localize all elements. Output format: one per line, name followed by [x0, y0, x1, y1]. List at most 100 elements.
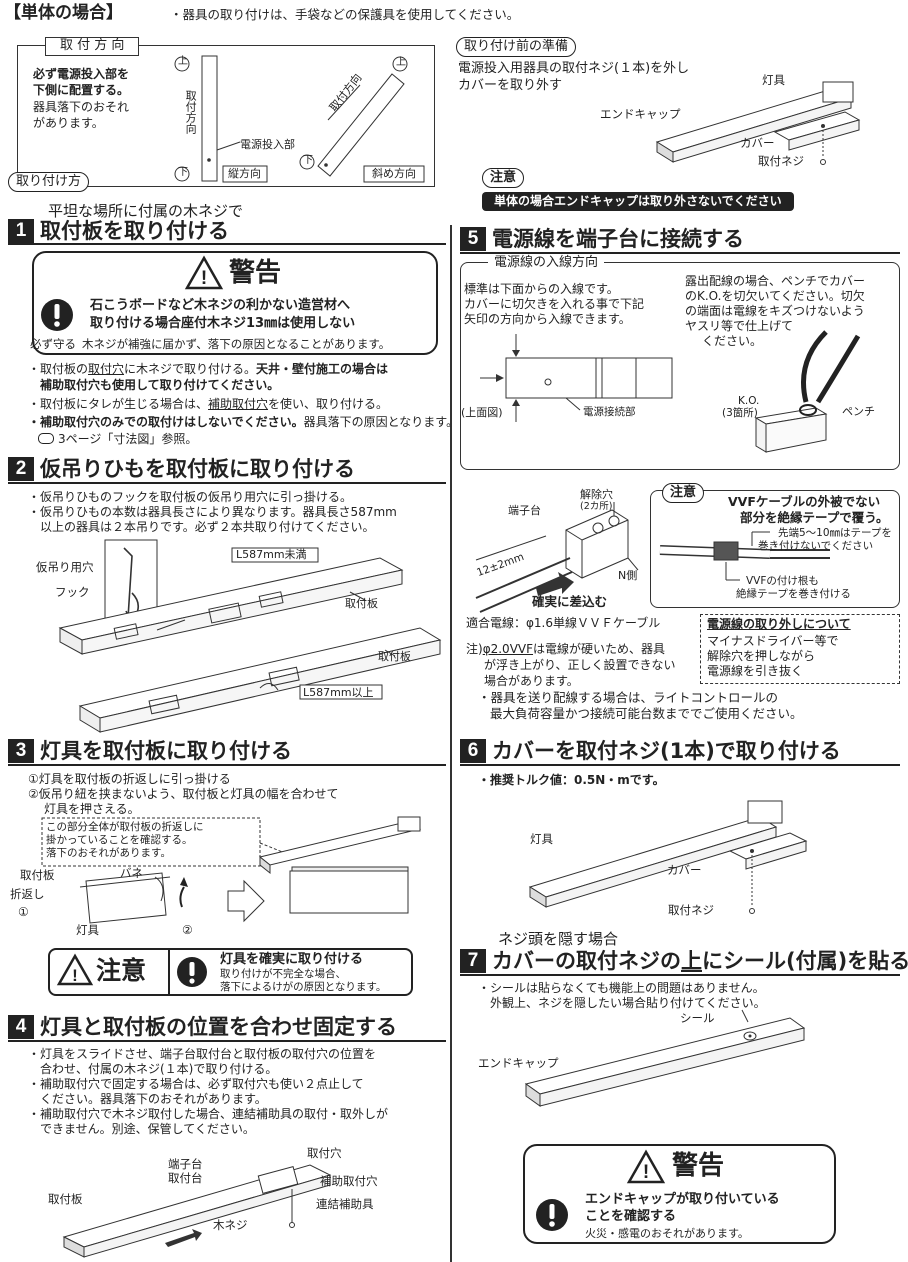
caution2-text: 単体の場合エンドキャップは取り外さないでください — [482, 192, 794, 212]
vvf-line1: VVFケーブルの外被でない — [728, 494, 881, 509]
step4-screw-label: 木ネジ — [213, 1218, 248, 1232]
step7-heading: 7 カバーの取付ネジの上にシール(付属)を貼る — [460, 948, 908, 975]
direction-box — [17, 45, 435, 187]
ko-line5: ください。 — [702, 334, 763, 348]
step3-note-2: ②仮吊り紐を挟まないよう、取付板と灯具の幅を合わせて — [28, 787, 339, 801]
step3-circle-2: ② — [182, 923, 193, 937]
note-text-underlined: φ2.0VVF — [482, 642, 534, 656]
warning1-must: 必ず守る — [30, 337, 76, 351]
ko-line2: のK.O.を切欠いてください。切欠 — [685, 289, 865, 303]
step4-note-5: ・補助取付穴で木ネジ取付した場合、連結補助具の取付・取外しが — [28, 1107, 389, 1121]
step3-note-3: 灯具を押さえる。 — [44, 802, 140, 816]
remove-line1: マイナスドライバー等で — [707, 634, 839, 648]
step4-underline — [8, 1040, 446, 1042]
step3-circle-1: ① — [18, 905, 29, 919]
title-text: カバーの取付ネジの — [492, 949, 681, 973]
step3-spring-label: バネ — [120, 866, 143, 880]
caution-triangle-icon: ! — [56, 953, 94, 986]
direction-warn-2: 下側に配置する。 — [33, 83, 130, 97]
n-side-label: N側 — [618, 569, 638, 582]
note-text: 注) — [466, 642, 483, 656]
prep-line1: 電源投入用器具の取付ネジ(１本)を外し — [458, 61, 690, 76]
step4-number: 4 — [8, 1015, 34, 1040]
step2-note-3: 以上の器具は２本吊りです。必ず２本共取り付けてください。 — [40, 520, 375, 534]
step5-number: 5 — [460, 227, 486, 252]
wire-note-1: 注)φ2.0VVFは電線が硬いため、器具 — [466, 642, 665, 657]
step3-fold-label: 折返し — [10, 887, 45, 901]
step1-note-1: ・取付板の取付穴に木ネジで取り付ける。天井・壁付施工の場合は — [28, 362, 388, 377]
warning1-line3: 木ネジが補強に届かず、落下の原因となることがあります。 — [82, 337, 391, 351]
must-icon — [41, 299, 73, 331]
note-text: を使い、取り付ける。 — [268, 397, 389, 411]
step3-note-1: ①灯具を取付板の折返しに引っ掛ける — [28, 772, 231, 786]
step6-title: カバーを取付ネジ(1本)で取り付ける — [492, 739, 841, 763]
step4-note-2: 合わせ、付属の木ネジ(１本)で取り付ける。 — [40, 1062, 278, 1076]
page-title: 【単体の場合】 — [4, 3, 123, 23]
step3-box-line1: この部分全体が取付板の折返しに — [46, 821, 204, 833]
step1-underline — [8, 243, 446, 245]
step6-torque: ・推奨トルク値：0.5N・mです。 — [478, 773, 665, 787]
header-note: ・器具の取り付けは、手袋などの保護具を使用してください。 — [170, 7, 520, 22]
prep-diagram — [655, 81, 861, 165]
title-text-underlined: 上 — [681, 949, 702, 973]
top-view-label: (上面図) — [461, 406, 503, 419]
vertical-label: 縦方向 — [228, 167, 261, 180]
up-mark-2: 上 — [396, 57, 406, 68]
release-hole-label: 解除穴 — [580, 488, 613, 501]
step2-over-label: L587mm以上 — [303, 686, 374, 699]
down-mark-2: 下 — [303, 155, 313, 166]
tape-note-3: VVFの付け根も — [746, 575, 819, 587]
tape-note-1: 先端5～10㎜はテープを — [778, 527, 892, 539]
vertical-axis-label: 取付方向 — [184, 90, 198, 134]
step3-diagram — [41, 816, 422, 924]
step1-note-3: ・取付板にタレが生じる場合は、補助取付穴を使い、取り付ける。 — [28, 397, 388, 412]
step2-hole-label: 仮吊り用穴 — [36, 560, 94, 575]
svg-text:!: ! — [201, 268, 207, 289]
step7-endcap-label: エンドキャップ — [478, 1056, 559, 1070]
tape-note-2: 巻き付けないでください — [758, 540, 874, 552]
note-text-underlined: 取付穴 — [88, 362, 125, 376]
wire-direction-diagram — [480, 330, 861, 453]
step4-note-6: できません。別途、保管してください。 — [40, 1122, 255, 1136]
step6-heading: 6 カバーを取付ネジ(1本)で取り付ける — [460, 738, 841, 765]
tape-note-4: 絶縁テープを巻き付ける — [736, 588, 851, 600]
step6-diagram — [528, 800, 808, 914]
step4-heading: 4 灯具と取付板の位置を合わせ固定する — [8, 1014, 397, 1041]
release-count-label: (2カ所) — [580, 501, 613, 512]
step3-box-line2: 掛かっていることを確認する。 — [46, 834, 193, 846]
step1-note-4: ・補助取付穴のみでの取付けはしないでください。器具落下の原因となります。 — [28, 415, 458, 430]
warning2-line2: ことを確認する — [585, 1209, 677, 1224]
direction-warn-1: 必ず電源投入部を — [33, 67, 130, 81]
step5-heading: 5 電源線を端子台に接続する — [460, 226, 744, 253]
warning2-title: 警告 — [672, 1151, 725, 1181]
remove-line2: 解除穴を押しながら — [707, 649, 816, 663]
warning1-title: 警告 — [229, 258, 282, 288]
column-divider — [450, 225, 452, 1262]
wire-dir-line3: 矢印の方向から入線できます。 — [464, 312, 631, 326]
step6-screw-label: 取付ネジ — [668, 903, 714, 917]
note-text-bold: 天井・壁付施工の場合は — [256, 362, 389, 376]
power-inlet-label: 電源投入部 — [240, 138, 295, 151]
prep-line2: カバーを取り外す — [458, 78, 563, 93]
caution1-divider — [168, 948, 170, 996]
step2-heading: 2 仮吊りひもを取付板に取り付ける — [8, 456, 355, 483]
reference-icon — [38, 433, 54, 444]
step6-underline — [460, 764, 900, 766]
svg-text:!: ! — [72, 966, 78, 985]
caution1-must-icon — [177, 957, 207, 987]
step7-number: 7 — [460, 949, 486, 974]
step1-pre: 平坦な場所に付属の木ネジで — [48, 202, 244, 220]
note-text-underlined: 補助取付穴 — [208, 397, 269, 411]
warning1-line1: 石こうボードなど木ネジの利かない造営材へ — [90, 298, 351, 313]
step2-hook-label: フック — [55, 585, 90, 600]
step7-pre: ネジ頭を隠す場合 — [498, 930, 619, 948]
direction-warn-4: があります。 — [33, 116, 104, 130]
remove-title: 電源線の取り外しについて — [707, 617, 851, 631]
warning2-line3: 火災・感電のおそれがあります。 — [585, 1227, 749, 1240]
pliers-label: ペンチ — [842, 405, 875, 418]
step3-number: 3 — [8, 739, 34, 764]
step4-note-1: ・灯具をスライドさせ、端子台取付台と取付板の取付穴の位置を — [28, 1047, 377, 1061]
ko-count-label: (3箇所) — [722, 407, 758, 419]
step1-heading: 1 取付板を取り付ける — [8, 218, 229, 245]
step2-diagram — [58, 539, 442, 733]
